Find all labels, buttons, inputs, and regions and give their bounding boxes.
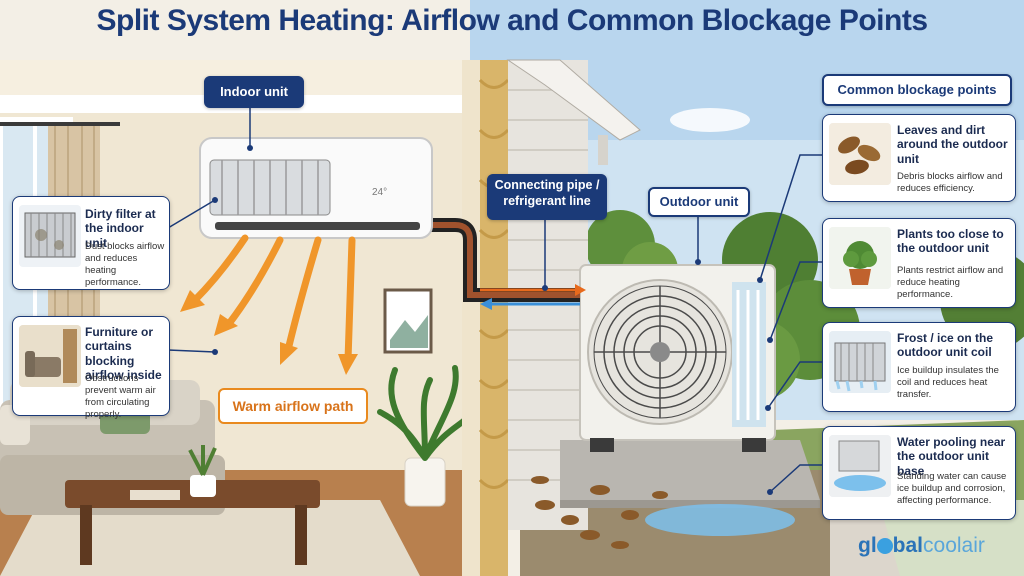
frost-coil-icon <box>829 331 891 393</box>
plant-icon <box>829 227 891 289</box>
furniture-card: Furniture or curtains blocking airflow i… <box>12 316 170 420</box>
leaves-icon <box>829 123 891 185</box>
card-title: Furniture or curtains blocking airflow i… <box>85 325 162 383</box>
page-title: Split System Heating: Airflow and Common… <box>96 4 929 37</box>
card-title: Dirty filter at the indoor unit <box>85 207 156 250</box>
water-pool-icon <box>829 435 891 497</box>
card-desc: Dust blocks airflow and reduces heating … <box>85 241 165 288</box>
card-title: Frost / ice on the outdoor unit coil <box>897 331 994 360</box>
logo-globe-icon <box>876 538 893 554</box>
dirty-filter-icon <box>19 205 81 267</box>
warm-airflow-arrows <box>191 234 356 364</box>
water-pooling-card: Water pooling near the outdoor unit base… <box>822 426 1016 520</box>
card-desc: Obstructions prevent warm air from circu… <box>85 373 156 420</box>
indoor-unit-illustration <box>199 137 433 239</box>
plants-card: Plants too close to the outdoor unit Pla… <box>822 218 1016 308</box>
card-desc: Standing water can cause ice buildup and… <box>897 471 1007 506</box>
logo-part-2: bal <box>892 534 924 557</box>
tall-plant <box>377 365 473 507</box>
outdoor-unit-label: Outdoor unit <box>648 187 750 217</box>
card-title: Water pooling near the outdoor unit base <box>897 435 1006 478</box>
card-desc: Ice buildup insulates the coil and reduc… <box>897 365 999 400</box>
card-title: Plants too close to the outdoor unit <box>897 227 1004 256</box>
frost-card: Frost / ice on the outdoor unit coil Ice… <box>822 322 1016 412</box>
card-desc: Plants restrict airflow and reduce heati… <box>897 265 1004 300</box>
warm-airflow-label: Warm airflow path <box>218 388 368 424</box>
leaves-card: Leaves and dirt around the outdoor unit … <box>822 114 1016 202</box>
logo-part-1: gl <box>858 534 877 557</box>
card-title: Leaves and dirt around the outdoor unit <box>897 123 1008 166</box>
indoor-display: 24° <box>372 187 387 198</box>
dirty-filter-card: Dirty filter at the indoor unit Dust blo… <box>12 196 170 290</box>
indoor-unit-label: Indoor unit <box>204 76 304 108</box>
outdoor-unit-illustration <box>579 264 776 452</box>
common-blockage-header: Common blockage points <box>822 74 1012 106</box>
card-desc: Debris blocks airflow and reduces effici… <box>897 171 1003 194</box>
furniture-icon <box>19 325 81 387</box>
logo-part-3: coolair <box>923 534 985 557</box>
connecting-pipe-label: Connecting pipe / refrigerant line <box>487 174 607 220</box>
